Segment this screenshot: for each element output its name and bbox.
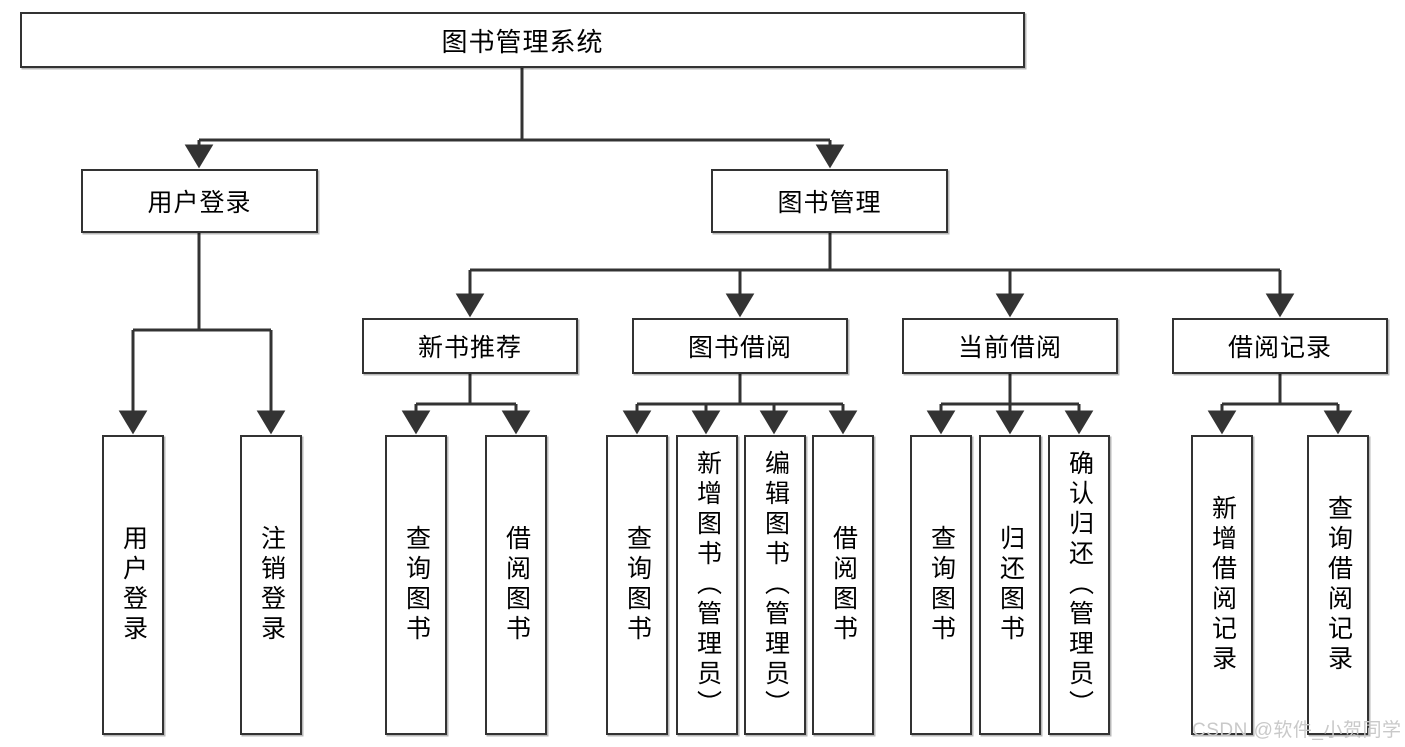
node-user-login[interactable]: 用户登录 (81, 169, 318, 233)
node-leaf-query-book-rec-label: 查询图书 (402, 525, 431, 645)
node-root-label: 图书管理系统 (441, 26, 604, 57)
node-leaf-confirm-return-label: 确认归还（管理员） (1065, 450, 1094, 720)
node-leaf-query-book-cur[interactable]: 查询图书 (910, 435, 972, 735)
node-leaf-logout-label: 注销登录 (257, 525, 286, 645)
node-root[interactable]: 图书管理系统 (20, 12, 1025, 68)
node-book-manage[interactable]: 图书管理 (711, 169, 948, 233)
node-book-manage-label: 图书管理 (777, 189, 882, 217)
node-leaf-add-record[interactable]: 新增借阅记录 (1191, 435, 1253, 735)
node-leaf-edit-book-label: 编辑图书（管理员） (761, 450, 790, 720)
node-borrow-record[interactable]: 借阅记录 (1172, 318, 1388, 374)
node-borrow-record-label: 借阅记录 (1227, 334, 1332, 362)
node-current-borrow[interactable]: 当前借阅 (902, 318, 1118, 374)
node-leaf-return-book-label: 归还图书 (996, 525, 1025, 645)
node-leaf-return-book[interactable]: 归还图书 (979, 435, 1041, 735)
node-leaf-user-login-label: 用户登录 (119, 525, 148, 645)
node-leaf-borrow-book-rec[interactable]: 借阅图书 (485, 435, 547, 735)
node-leaf-query-book-rec[interactable]: 查询图书 (385, 435, 447, 735)
node-leaf-query-book-cur-label: 查询图书 (927, 525, 956, 645)
node-leaf-add-book-label: 新增图书（管理员） (693, 450, 722, 720)
node-leaf-borrow-book-rec-label: 借阅图书 (502, 525, 531, 645)
node-leaf-query-book-borrow-label: 查询图书 (623, 525, 652, 645)
node-user-login-label: 用户登录 (147, 189, 252, 217)
node-leaf-query-record[interactable]: 查询借阅记录 (1307, 435, 1369, 735)
node-leaf-edit-book[interactable]: 编辑图书（管理员） (744, 435, 806, 735)
node-book-borrow[interactable]: 图书借阅 (632, 318, 848, 374)
node-leaf-borrow-book-label: 借阅图书 (829, 525, 858, 645)
node-book-borrow-label: 图书借阅 (687, 334, 792, 362)
node-leaf-query-record-label: 查询借阅记录 (1324, 495, 1353, 675)
node-leaf-add-record-label: 新增借阅记录 (1208, 495, 1237, 675)
node-current-borrow-label: 当前借阅 (957, 334, 1062, 362)
node-new-book-rec-label: 新书推荐 (417, 334, 522, 362)
node-leaf-borrow-book[interactable]: 借阅图书 (812, 435, 874, 735)
node-leaf-confirm-return[interactable]: 确认归还（管理员） (1048, 435, 1110, 735)
node-leaf-user-login[interactable]: 用户登录 (102, 435, 164, 735)
node-new-book-rec[interactable]: 新书推荐 (362, 318, 578, 374)
node-leaf-logout[interactable]: 注销登录 (240, 435, 302, 735)
node-leaf-add-book[interactable]: 新增图书（管理员） (676, 435, 738, 735)
watermark: CSDN @软件_小贺同学 (1192, 720, 1402, 741)
node-leaf-query-book-borrow[interactable]: 查询图书 (606, 435, 668, 735)
